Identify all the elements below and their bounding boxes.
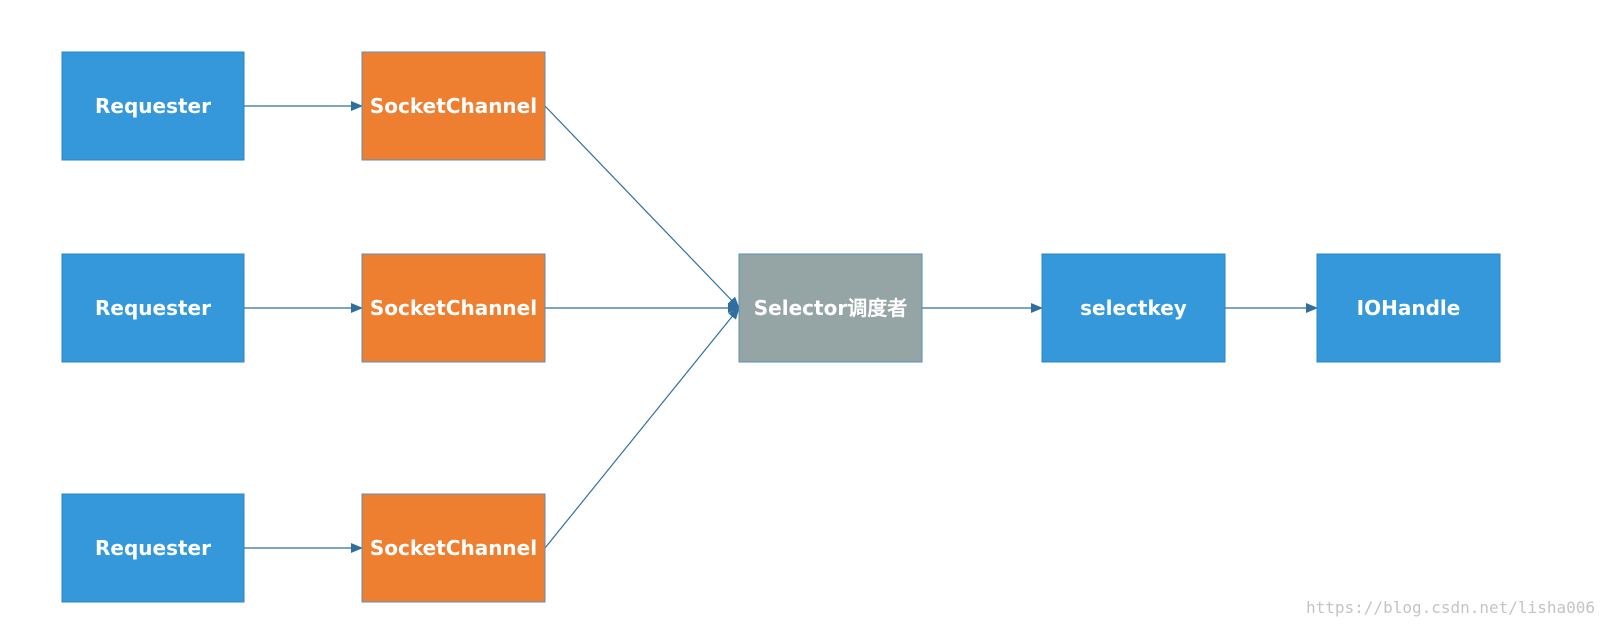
node-requester-2: Requester [61, 253, 245, 363]
node-requester-1: Requester [61, 51, 245, 161]
selectkey-label: selectkey [1080, 296, 1187, 320]
requester-2-label: Requester [95, 296, 211, 320]
requester-3-label: Requester [95, 536, 211, 560]
iohandle-label: IOHandle [1357, 296, 1461, 320]
watermark-text: https://blog.csdn.net/lisha006 [1306, 598, 1595, 617]
selector-label: Selector调度者 [754, 296, 907, 320]
arrow-socketchannel-1-to-selector [544, 105, 740, 309]
socketchannel-2-box [361, 253, 546, 363]
socketchannel-3-box [361, 493, 546, 603]
node-iohandle: IOHandle [1316, 253, 1501, 363]
requester-1-label: Requester [95, 94, 211, 118]
node-socketchannel-1: SocketChannel [361, 51, 546, 161]
selector-box [738, 253, 923, 363]
requester-3-box [61, 493, 245, 603]
node-selector: Selector调度者 [738, 253, 923, 363]
selectkey-box [1041, 253, 1226, 363]
socketchannel-1-label: SocketChannel [370, 94, 537, 118]
requester-2-box [61, 253, 245, 363]
socketchannel-3-label: SocketChannel [370, 536, 537, 560]
socketchannel-1-box [361, 51, 546, 161]
node-selectkey: selectkey [1041, 253, 1226, 363]
node-socketchannel-2: SocketChannel [361, 253, 546, 363]
node-socketchannel-3: SocketChannel [361, 493, 546, 603]
arrow-socketchannel-3-to-selector [544, 307, 740, 549]
edges-layer [244, 101, 1318, 553]
socketchannel-2-label: SocketChannel [370, 296, 537, 320]
node-requester-3: Requester [61, 493, 245, 603]
requester-1-box [61, 51, 245, 161]
iohandle-box [1316, 253, 1501, 363]
